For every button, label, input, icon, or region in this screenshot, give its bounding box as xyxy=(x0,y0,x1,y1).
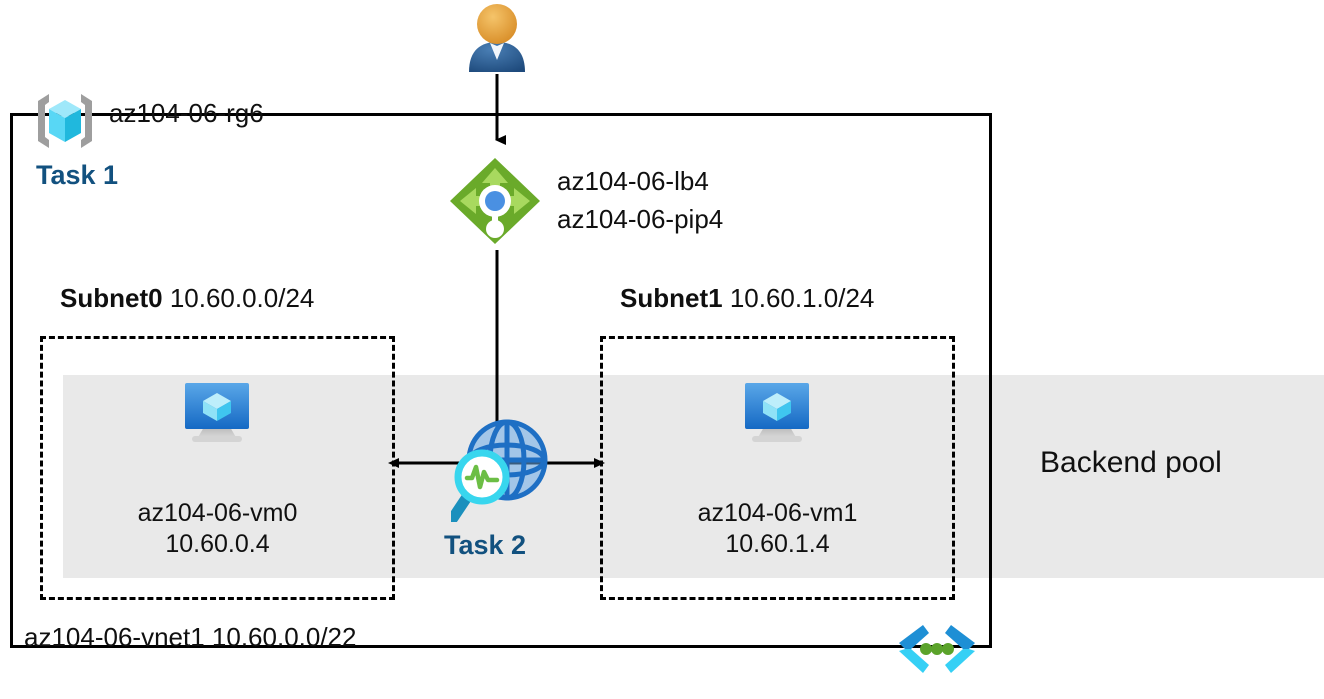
task-2-label: Task 2 xyxy=(444,530,527,560)
vm1-ip: 10.60.1.4 xyxy=(725,530,830,559)
network-watcher-icon xyxy=(447,418,550,524)
load-balancer-icon xyxy=(448,156,542,252)
virtual-machine-icon xyxy=(740,381,814,449)
vnet-label: az104-06-vnet1 10.60.0.0/22 xyxy=(24,622,357,652)
backend-pool-label: Backend pool xyxy=(1040,446,1222,479)
load-balancer-label: az104-06-lb4 az104-06-pip4 xyxy=(557,163,723,238)
vm0-name: az104-06-vm0 xyxy=(137,499,298,527)
vm1-name: az104-06-vm1 xyxy=(697,499,858,527)
public-ip-name: az104-06-pip4 xyxy=(557,203,724,234)
resource-group-boundary xyxy=(10,113,992,648)
subnet1-name: Subnet1 xyxy=(620,283,723,313)
load-balancer-name: az104-06-lb4 xyxy=(557,166,709,196)
subnet0-name: Subnet0 xyxy=(60,283,163,313)
user-icon xyxy=(461,2,533,74)
virtual-network-icon xyxy=(897,621,977,677)
resource-group-label: az104-06-rg6 xyxy=(109,98,264,128)
subnet0-title: Subnet0 10.60.0.0/24 xyxy=(60,283,314,314)
subnet1-cidr: 10.60.1.0/24 xyxy=(729,283,875,313)
virtual-machine-icon xyxy=(180,381,254,449)
subnet-boundary-subnet0 xyxy=(40,336,395,600)
subnet-boundary-subnet1 xyxy=(600,336,955,600)
task-1-label: Task 1 xyxy=(36,160,119,190)
subnet0-cidr: 10.60.0.0/24 xyxy=(169,283,315,313)
resource-group-icon xyxy=(32,92,98,150)
vm1-label: az104-06-vm1 10.60.1.4 xyxy=(600,498,955,561)
vm0-ip: 10.60.0.4 xyxy=(165,530,270,559)
backend-pool-band xyxy=(63,375,1324,578)
subnet1-title: Subnet1 10.60.1.0/24 xyxy=(620,283,874,314)
vm0-label: az104-06-vm0 10.60.0.4 xyxy=(40,498,395,561)
